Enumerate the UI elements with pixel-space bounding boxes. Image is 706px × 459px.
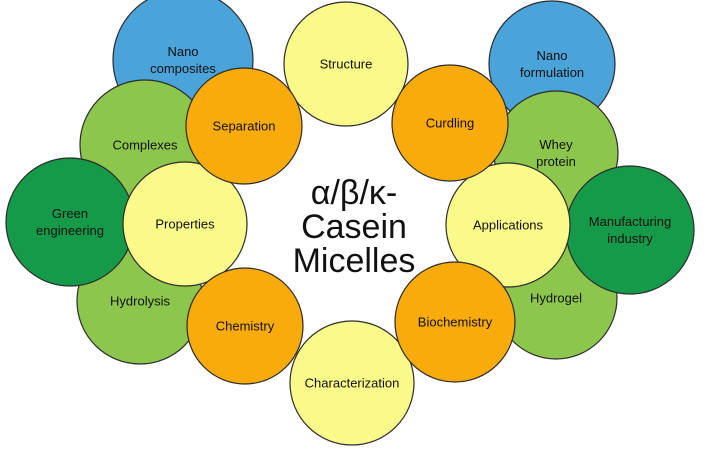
applications-circle	[445, 162, 571, 288]
properties-label-line-1: Properties	[155, 217, 215, 232]
hydrolysis-label-line-1: Hydrolysis	[110, 294, 170, 309]
separation-label-line-1: Separation	[213, 119, 276, 134]
chemistry-label-line-1: Chemistry	[216, 319, 275, 334]
biochemistry-label-line-1: Biochemistry	[418, 315, 493, 330]
properties-circle	[122, 161, 248, 287]
node-properties: Properties	[122, 161, 248, 287]
node-nano-formulation: Nano formulation	[488, 0, 616, 128]
characterization-circle	[289, 320, 415, 446]
whey-protein-label-line-1: Whey	[539, 137, 573, 152]
green-engineering-label-line-1: Green	[52, 206, 88, 221]
nano-composites-label-line-2: composites	[150, 61, 216, 76]
curdling-label-line-1: Curdling	[426, 116, 474, 131]
node-green-engineering: Green engineering	[5, 157, 135, 287]
green-engineering-label-line-2: engineering	[36, 223, 104, 238]
nano-formulation-label-line-1: Nano	[536, 48, 567, 63]
separation-circle	[185, 67, 303, 185]
node-applications: Applications	[445, 162, 571, 288]
center-title: α/β/κ- Casein Micelles	[293, 174, 416, 280]
curdling-circle	[391, 64, 509, 182]
whey-protein-label-line-2: protein	[536, 154, 576, 169]
center-title-line-3: Micelles	[293, 242, 416, 280]
nano-composites-label-line-1: Nano	[167, 44, 198, 59]
characterization-label-line-1: Characterization	[305, 376, 400, 391]
node-curdling: Curdling	[391, 64, 509, 182]
nano-formulation-label-line-2: formulation	[520, 65, 584, 80]
node-separation: Separation	[185, 67, 303, 185]
biochemistry-circle	[394, 261, 516, 383]
manufacturing-industry-label-line-2: industry	[607, 231, 653, 246]
manufacturing-industry-circle	[565, 165, 695, 295]
node-characterization: Characterization	[289, 320, 415, 446]
manufacturing-industry-label-line-1: Manufacturing	[589, 214, 671, 229]
structure-label-line-1: Structure	[320, 57, 373, 72]
node-biochemistry: Biochemistry	[394, 261, 516, 383]
hydrogel-label-line-1: Hydrogel	[530, 291, 582, 306]
center-title-line-2: Casein	[301, 208, 407, 246]
applications-label-line-1: Applications	[473, 218, 544, 233]
node-chemistry: Chemistry	[186, 267, 304, 385]
complexes-label-line-1: Complexes	[112, 138, 178, 153]
node-structure: Structure	[283, 1, 409, 127]
center-title-line-1: α/β/κ-	[311, 174, 397, 212]
structure-circle	[283, 1, 409, 127]
chemistry-circle	[186, 267, 304, 385]
green-engineering-circle	[5, 157, 135, 287]
node-manufacturing-industry: Manufacturing industry	[565, 165, 695, 295]
